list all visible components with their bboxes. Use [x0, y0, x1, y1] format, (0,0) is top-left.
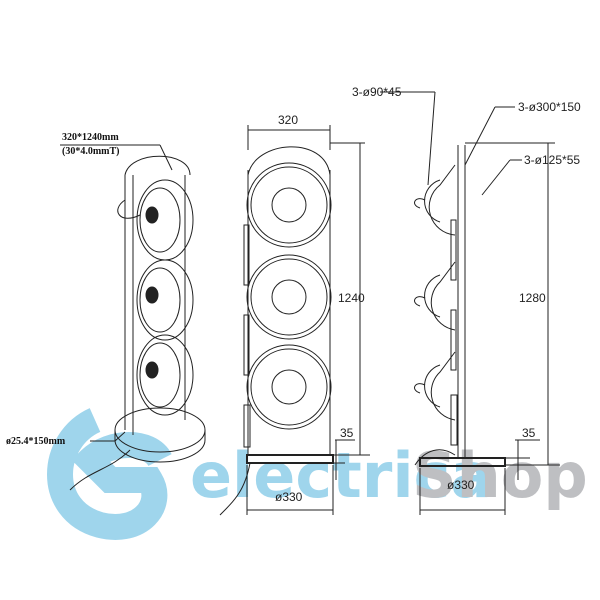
side-height-label: 1280 — [519, 291, 546, 305]
tube-note: ø25.4*150mm — [6, 436, 66, 447]
small-shade-label: 3-ø90*45 — [352, 85, 402, 99]
front-view — [219, 125, 370, 516]
mid-shade-label: 3-ø125*55 — [524, 153, 580, 167]
reflector-label: 3-ø300*150 — [518, 100, 581, 114]
watermark-text-2: Shop — [412, 439, 588, 512]
side-base-diameter-label: ø330 — [447, 478, 475, 492]
front-width-label: 320 — [278, 113, 298, 127]
lamp — [136, 334, 194, 416]
size-note: 320*1240mm — [62, 132, 119, 143]
watermark: electrica Shop — [47, 408, 588, 540]
watermark-text-1: electrica — [190, 439, 492, 512]
front-base-diameter-label: ø330 — [275, 490, 303, 504]
front-height-label: 1240 — [338, 291, 365, 305]
perspective-view — [60, 144, 206, 491]
front-base-height-label: 35 — [340, 426, 354, 440]
side-base-height-label: 35 — [522, 426, 536, 440]
side-view — [380, 91, 560, 515]
watermark-logo-icon — [47, 408, 172, 540]
lamp — [136, 259, 194, 341]
thickness-note: (30*4.0mmT) — [62, 146, 120, 157]
